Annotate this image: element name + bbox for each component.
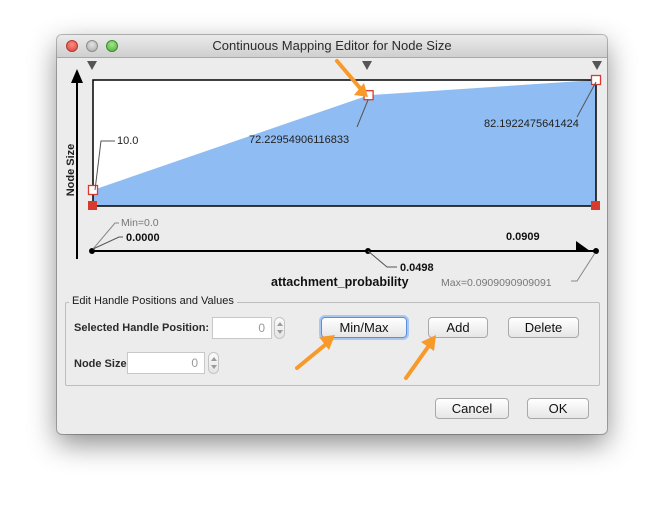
x-label-1: 0.0498 xyxy=(400,262,434,274)
callout-arrows-overlay xyxy=(295,335,436,380)
handle-triangle-0[interactable] xyxy=(87,61,97,70)
handle-triangle-1[interactable] xyxy=(362,61,372,70)
x-label-0: 0.0000 xyxy=(126,232,160,244)
max-leader xyxy=(571,252,596,282)
cancel-button[interactable]: Cancel xyxy=(435,398,509,419)
value-handle-0[interactable] xyxy=(87,184,99,196)
window-title: Continuous Mapping Editor for Node Size xyxy=(212,38,452,53)
leader-1 xyxy=(356,99,369,128)
x-handle-dot-2[interactable] xyxy=(593,248,599,254)
mapping-area xyxy=(93,80,596,206)
min-handle-square[interactable] xyxy=(88,201,97,210)
point-label-0: 10.0 xyxy=(117,135,138,147)
x-label-2: 0.0909 xyxy=(506,231,540,243)
mapping-editor-window: Continuous Mapping Editor for Node Size … xyxy=(57,35,607,434)
node-size-stepper[interactable] xyxy=(208,352,219,374)
point-label-2: 82.1922475641424 xyxy=(484,118,579,130)
x-axis-arrowhead xyxy=(576,241,590,251)
callout-arrow-add xyxy=(404,335,436,380)
max-label: Max=0.0909090909091 xyxy=(441,277,552,289)
delete-button[interactable]: Delete xyxy=(508,317,579,338)
node-size-field[interactable]: 0 xyxy=(127,352,205,374)
edit-handle-group-title: Edit Handle Positions and Values xyxy=(69,295,237,307)
leader-0 xyxy=(94,140,115,191)
leader-2 xyxy=(576,81,597,118)
node-size-label: Node Size xyxy=(74,358,127,370)
x0-leader xyxy=(92,236,123,250)
mapping-chart: Node Size 10.0 72.22954906116833 82.1922… xyxy=(65,59,602,289)
close-window-button[interactable] xyxy=(66,40,78,52)
value-handle-2[interactable] xyxy=(590,74,602,86)
point-label-1: 72.22954906116833 xyxy=(249,134,349,146)
x-handle-dot-0[interactable] xyxy=(89,248,95,254)
handle-triangle-2[interactable] xyxy=(592,61,602,70)
min-label: Min=0.0 xyxy=(121,217,159,229)
zoom-window-button[interactable] xyxy=(106,40,118,52)
ok-button[interactable]: OK xyxy=(527,398,589,419)
selected-position-label: Selected Handle Position: xyxy=(74,322,210,334)
x-axis-label: attachment_probability xyxy=(271,275,409,289)
min-max-button[interactable]: Min/Max xyxy=(321,317,407,338)
y-axis-label: Node Size xyxy=(65,144,77,197)
add-button[interactable]: Add xyxy=(428,317,488,338)
minimize-window-button[interactable] xyxy=(86,40,98,52)
x1-leader xyxy=(367,250,397,268)
plot-border xyxy=(92,79,597,207)
callout-arrow-minmax xyxy=(295,335,335,370)
title-bar: Continuous Mapping Editor for Node Size xyxy=(57,35,607,58)
y-axis-arrowhead xyxy=(71,69,83,83)
selected-position-field[interactable]: 0 xyxy=(212,317,272,339)
min-leader xyxy=(92,222,119,250)
selected-position-stepper[interactable] xyxy=(274,317,285,339)
max-handle-square[interactable] xyxy=(591,201,600,210)
edit-handle-group xyxy=(65,302,600,386)
callout-arrow-handle xyxy=(335,59,368,97)
